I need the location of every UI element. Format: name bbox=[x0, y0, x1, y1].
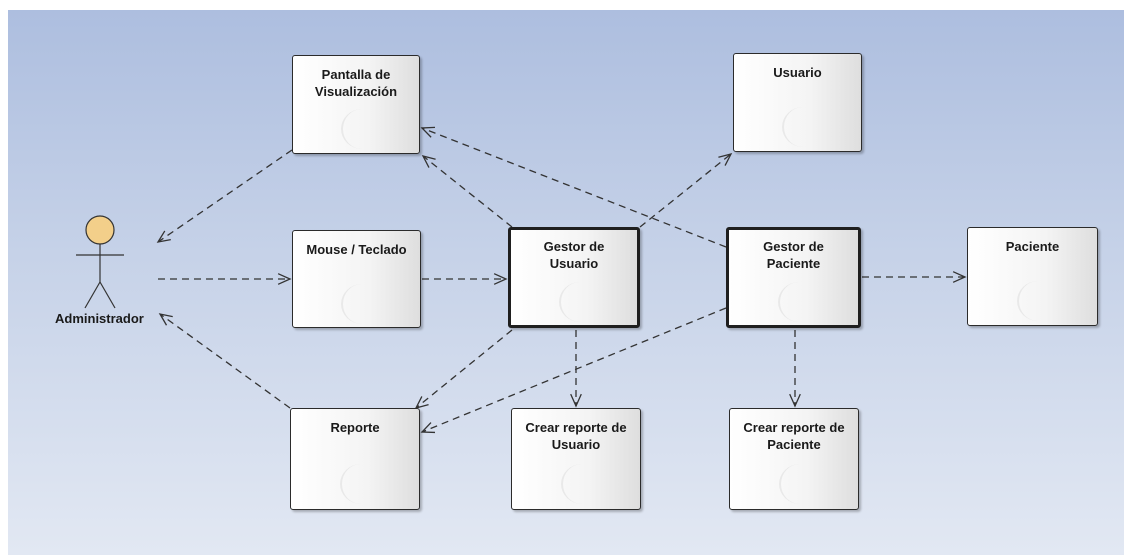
box-paciente[interactable]: Paciente bbox=[967, 227, 1098, 326]
dashed-connector bbox=[639, 153, 732, 228]
open-arrowhead bbox=[952, 271, 967, 283]
open-arrowhead bbox=[156, 230, 171, 243]
edge-gestor-usuario-to-pantalla bbox=[421, 155, 513, 228]
dashed-connector bbox=[159, 313, 291, 409]
dashed-connector bbox=[422, 155, 513, 228]
dashed-connector bbox=[157, 149, 293, 243]
box-usuario-label: Usuario bbox=[773, 65, 822, 80]
actor-label: Administrador bbox=[55, 311, 144, 326]
open-arrowhead bbox=[421, 155, 436, 168]
box-usuario[interactable]: Usuario bbox=[733, 53, 862, 152]
box-gestor-paciente[interactable]: Gestor de Paciente bbox=[726, 227, 861, 328]
edge-gestor-paciente-to-crear-reporte-paciente bbox=[789, 330, 801, 408]
dashed-connector bbox=[415, 329, 513, 409]
box-gestor-usuario-label: Gestor de Usuario bbox=[543, 239, 605, 271]
actor-head bbox=[85, 215, 115, 245]
box-crear-reporte-usuario-label: Crear reporte de Usuario bbox=[525, 420, 627, 452]
open-arrowhead bbox=[420, 422, 436, 434]
edge-gestor-usuario-to-reporte bbox=[414, 329, 513, 410]
box-crear-reporte-paciente-label: Crear reporte de Paciente bbox=[743, 420, 845, 452]
dashed-connector bbox=[421, 307, 727, 433]
edge-administrador-to-mouse bbox=[158, 273, 292, 285]
open-arrowhead bbox=[493, 273, 508, 285]
open-arrowhead bbox=[718, 153, 733, 166]
edge-pantalla-to-administrador bbox=[156, 149, 293, 243]
edge-gestor-usuario-to-usuario bbox=[639, 153, 733, 228]
open-arrowhead bbox=[570, 393, 582, 408]
dashed-connector bbox=[421, 127, 727, 248]
box-pantalla-label: Pantalla de Visualización bbox=[314, 67, 398, 99]
box-reporte[interactable]: Reporte bbox=[290, 408, 420, 510]
edge-mouse-to-gestor-usuario bbox=[422, 273, 508, 285]
edge-reporte-to-administrador bbox=[158, 313, 291, 409]
open-arrowhead bbox=[789, 393, 801, 408]
edge-gestor-paciente-to-pantalla bbox=[420, 126, 727, 248]
open-arrowhead bbox=[277, 273, 292, 285]
box-crear-reporte-usuario[interactable]: Crear reporte de Usuario bbox=[511, 408, 641, 510]
box-pantalla[interactable]: Pantalla de Visualización bbox=[292, 55, 420, 154]
box-crear-reporte-paciente[interactable]: Crear reporte de Paciente bbox=[729, 408, 859, 510]
open-arrowhead bbox=[158, 313, 173, 326]
box-reporte-label: Reporte bbox=[330, 420, 380, 435]
actor-figure bbox=[76, 215, 124, 309]
box-mouse-label: Mouse / Teclado bbox=[306, 242, 407, 257]
open-arrowhead bbox=[420, 126, 436, 138]
box-gestor-usuario[interactable]: Gestor de Usuario bbox=[508, 227, 640, 328]
edge-gestor-paciente-to-paciente bbox=[862, 271, 967, 283]
edge-gestor-usuario-to-crear-reporte-usuario bbox=[570, 330, 582, 408]
box-paciente-label: Paciente bbox=[1005, 239, 1060, 254]
edge-gestor-paciente-to-reporte bbox=[420, 307, 727, 434]
box-gestor-paciente-label: Gestor de Paciente bbox=[763, 239, 824, 271]
box-mouse[interactable]: Mouse / Teclado bbox=[292, 230, 421, 328]
